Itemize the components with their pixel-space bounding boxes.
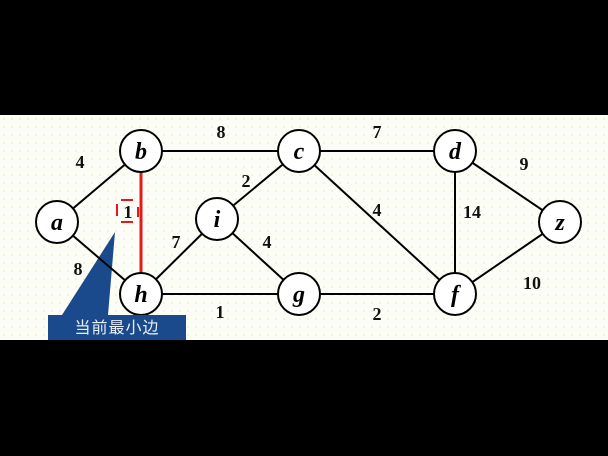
node-circle bbox=[35, 200, 79, 244]
node-c: c bbox=[277, 129, 321, 173]
node-z: z bbox=[538, 200, 582, 244]
edge-weight-a-b: 4 bbox=[76, 152, 85, 172]
edge-weight-d-f: 14 bbox=[463, 202, 481, 222]
current-min-edge-callout: 当前最小边 bbox=[48, 315, 186, 340]
edge-weight-i-c: 2 bbox=[242, 171, 251, 191]
node-label: i bbox=[214, 207, 221, 233]
node-label: d bbox=[449, 139, 462, 165]
node-h: h bbox=[119, 272, 163, 316]
node-label: c bbox=[294, 139, 305, 165]
node-label: z bbox=[554, 210, 565, 236]
edge-weight-g-f: 2 bbox=[373, 304, 382, 324]
edge-weight-i-g: 4 bbox=[263, 232, 272, 252]
callout-pointer bbox=[62, 232, 115, 315]
node-label: g bbox=[292, 282, 305, 308]
node-a: a bbox=[35, 200, 79, 244]
node-circle bbox=[433, 272, 477, 316]
edge-weight-b-h: 1 bbox=[124, 202, 133, 222]
node-d: d bbox=[433, 129, 477, 173]
graph-nodes: a b h i c g d f z bbox=[35, 129, 582, 316]
edge-weight-h-i: 7 bbox=[172, 232, 181, 252]
node-b: b bbox=[119, 129, 163, 173]
node-f: f bbox=[433, 272, 477, 316]
node-label: a bbox=[51, 210, 63, 236]
node-circle bbox=[277, 129, 321, 173]
node-label: b bbox=[135, 139, 147, 165]
edge-weight-h-g: 1 bbox=[216, 302, 225, 322]
edge-weight-a-h: 8 bbox=[74, 259, 83, 279]
edge-c-f bbox=[298, 150, 456, 295]
edge-weight-d-z: 9 bbox=[520, 154, 529, 174]
edge-weight-labels: 4 8 1 8 7 1 2 4 7 4 2 14 9 10 bbox=[74, 122, 542, 324]
node-label: h bbox=[134, 282, 147, 308]
node-g: g bbox=[277, 272, 321, 316]
node-circle bbox=[195, 197, 239, 241]
node-circle bbox=[538, 200, 582, 244]
node-circle bbox=[277, 272, 321, 316]
edge-weight-c-d: 7 bbox=[373, 122, 382, 142]
node-i: i bbox=[195, 197, 239, 241]
current-edge-marker bbox=[116, 199, 139, 223]
edge-weight-b-c: 8 bbox=[217, 122, 226, 142]
node-circle bbox=[433, 129, 477, 173]
callout-pointer-shape bbox=[62, 232, 115, 315]
node-label: f bbox=[451, 282, 461, 308]
node-circle bbox=[119, 129, 163, 173]
edge-weight-f-z: 10 bbox=[523, 273, 541, 293]
edge-weight-c-f: 4 bbox=[373, 200, 382, 220]
